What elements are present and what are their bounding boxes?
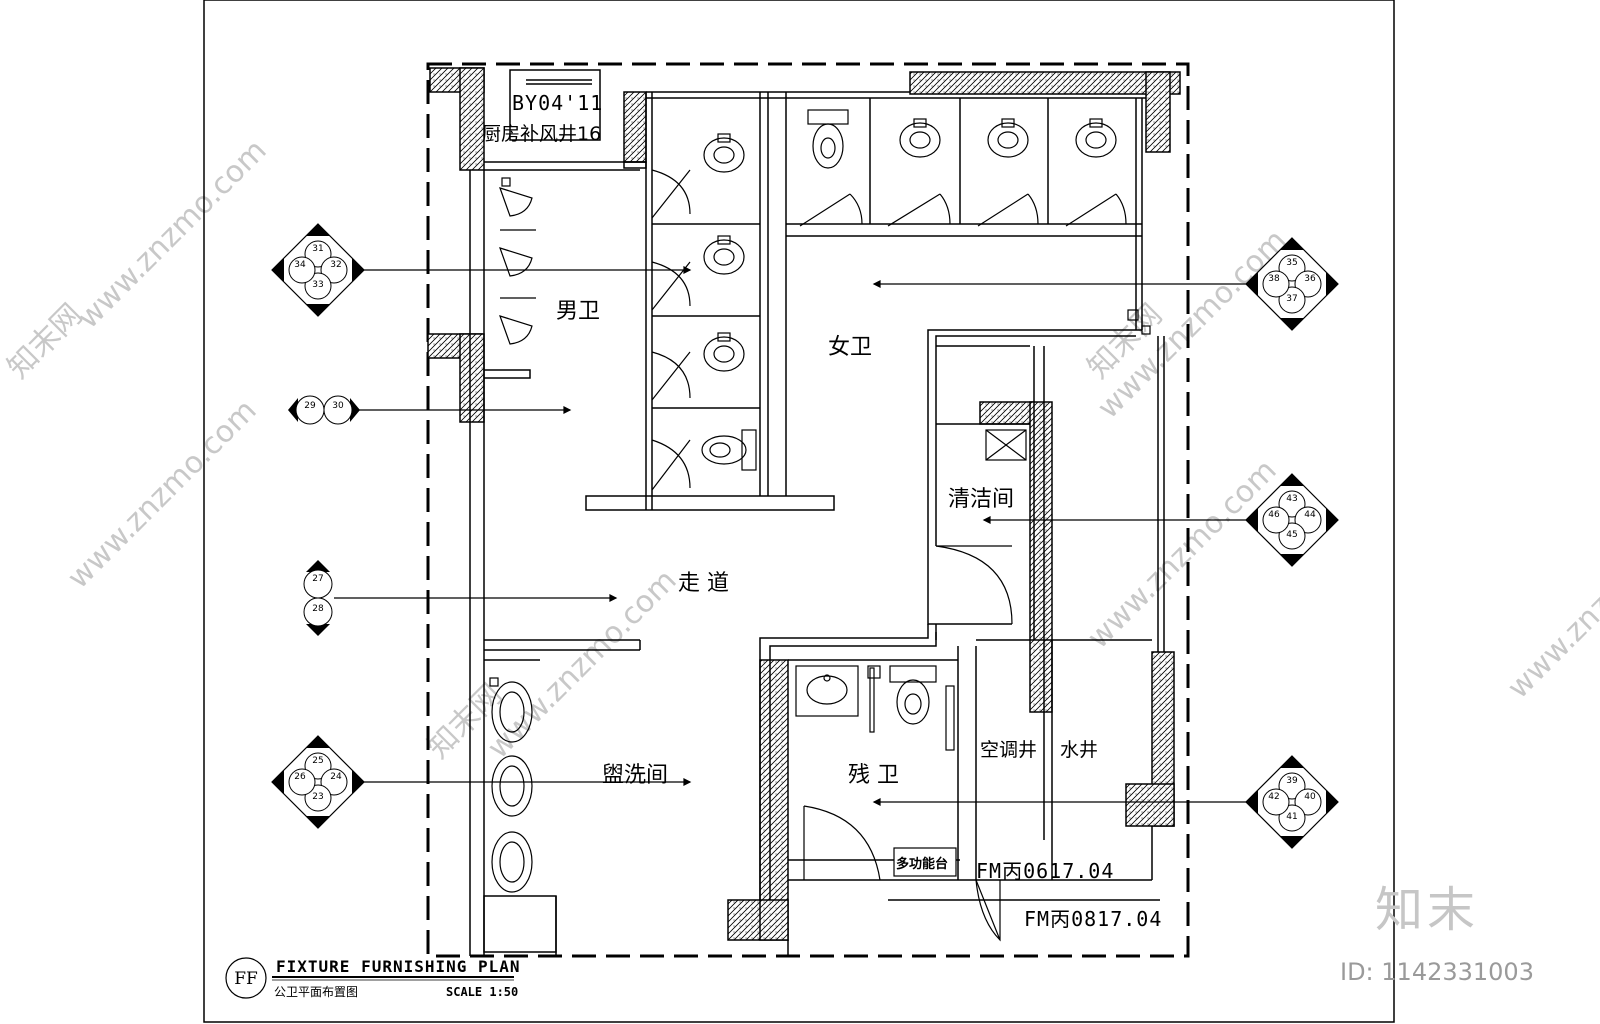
fixtures [489,109,1151,893]
marker-number: 42 [1268,792,1279,802]
squat-toilet-icon [1075,118,1117,158]
marker-number: 23 [312,792,323,802]
room-label-mens: 男卫 [556,299,600,324]
marker-number: 27 [312,574,323,584]
squat-toilet-icon [899,118,941,158]
washbasin-icon [491,831,533,893]
marker-number: 44 [1304,510,1316,520]
title-block: FF FIXTURE FURNISHING PLAN 公卫平面布置图 SCALE… [225,957,521,999]
squat-toilet-icon [703,133,745,173]
elevation-marker: 39 40 41 42 [1245,755,1339,849]
marker-number: 40 [1304,792,1316,802]
elevation-marker: 29 30 [288,395,360,425]
title-text: FIXTURE FURNISHING PLAN [276,957,521,976]
multifunction-counter-label: 多功能台 [896,856,948,872]
marker-number: 28 [312,604,324,614]
marker-number: 26 [294,772,306,782]
title-subtitle: 公卫平面布置图 [274,985,358,999]
elevation-marker: 31 32 33 34 [271,223,365,317]
watermark-text: www.znzmo.com [71,133,274,336]
multifunction-counter [893,847,957,877]
marker-number: 32 [330,260,341,270]
room-label-womens: 女卫 [828,335,872,360]
room-label-accessible: 残 卫 [848,763,899,788]
room-label-ac-shaft: 空调井 [980,739,1037,761]
watermark-text: www.znzmo.com [1081,453,1284,656]
marker-number: 46 [1268,510,1280,520]
squat-toilet-icon [703,332,745,372]
vent-code-label: BY04'11 [512,91,603,115]
marker-number: 36 [1304,274,1316,284]
marker-number: 24 [330,772,342,782]
marker-number: 25 [312,756,323,766]
marker-number: 43 [1286,494,1297,504]
washbasin-icon [795,665,859,717]
door-label-a: FM丙0617.04 [976,859,1114,883]
wall-lines [469,69,1165,956]
watermark-id: ID: 1142331003 [1340,958,1534,986]
elevation-marker: 43 44 45 46 [1245,473,1339,567]
marker-leaders [334,266,1256,806]
watermark-brand: 知末 [1375,882,1480,938]
urinal-icon [499,247,533,277]
marker-number: 35 [1286,258,1297,268]
doors [651,169,1127,942]
squat-toilet-icon [703,235,745,275]
watermark-layer: www.znzmo.com www.znzmo.com www.znzmo.co… [1,133,1600,766]
elevation-marker: 35 36 37 38 [1245,237,1339,331]
room-label-janitor: 清洁间 [948,487,1014,512]
marker-number: 29 [304,401,316,411]
marker-number: 37 [1286,294,1297,304]
elevation-marker: 27 28 [303,560,333,636]
urinal-icon [499,177,533,217]
room-label-water-shaft: 水井 [1060,739,1098,761]
room-label-corridor: 走 道 [678,571,729,596]
marker-number: 39 [1286,776,1298,786]
vent-name-label: 厨房补风井16 [482,123,601,145]
title-scale: SCALE 1:50 [446,985,518,999]
room-label-washroom: 盥洗间 [602,763,668,788]
watermark-text: 知末网 [1,297,89,385]
marker-number: 38 [1268,274,1280,284]
marker-number: 41 [1286,812,1297,822]
washbasin-icon [491,681,533,743]
toilet-icon [701,429,757,471]
marker-number: 33 [312,280,323,290]
floor-drain-icon [985,429,1027,461]
marker-number: 30 [332,401,344,411]
toilet-icon [807,109,849,169]
watermark-text: www.znzmo.com [481,563,684,766]
door-label-b: FM丙0817.04 [1024,907,1162,931]
marker-number: 31 [312,244,323,254]
marker-number: 34 [294,260,306,270]
hatched-walls [427,67,1181,941]
title-symbol: FF [234,969,258,989]
watermark-text: www.znzmo.com [1501,503,1600,706]
watermark-text: www.znzmo.com [61,393,264,596]
dashed-boundary [426,62,1190,958]
elevation-marker: 25 24 23 26 [271,735,365,829]
urinal-icon [499,315,533,345]
sheet-border [203,0,1395,1023]
washbasin-icon [491,755,533,817]
toilet-icon [889,665,937,725]
squat-toilet-icon [987,118,1029,158]
marker-number: 45 [1286,530,1297,540]
